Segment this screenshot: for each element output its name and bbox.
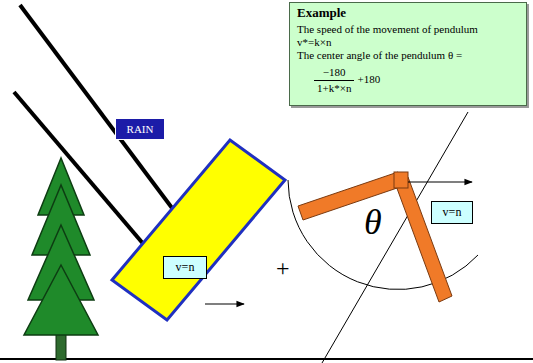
rain-arrow <box>20 5 181 220</box>
body-text: The center angle of the pendulum θ = <box>297 49 462 62</box>
formula: v*=k×n <box>297 36 331 49</box>
yellow-plate <box>112 140 285 320</box>
velocity-label: v=n <box>443 206 462 219</box>
formula-term: +180 <box>357 73 380 86</box>
velocity-arrow <box>205 303 244 304</box>
example-box: ExampleThe speed of the movement of pend… <box>289 2 527 106</box>
rain-tag: RAIN <box>115 118 165 140</box>
fraction-bar <box>314 80 354 81</box>
pivot <box>394 172 408 188</box>
plus-sign: + <box>276 256 290 280</box>
ground-line <box>0 358 533 360</box>
denominator: 1+k*×n <box>317 82 351 95</box>
velocity-box: v=n <box>163 256 207 279</box>
tag-text: RAIN <box>127 123 154 135</box>
body-text: The speed of the movement of pendulum <box>297 23 478 36</box>
angle-arc <box>288 180 478 290</box>
velocity-label: v=n <box>176 261 195 274</box>
axis-line <box>322 112 468 363</box>
numerator: −180 <box>323 66 346 79</box>
pendulum-rod <box>395 177 452 302</box>
tree <box>24 158 98 360</box>
box-heading: Example <box>297 6 346 21</box>
angle-symbol: θ <box>364 204 382 240</box>
velocity-box: v=n <box>431 201 473 224</box>
pendulum-arm <box>298 172 403 220</box>
velocity-arrow <box>408 181 472 182</box>
